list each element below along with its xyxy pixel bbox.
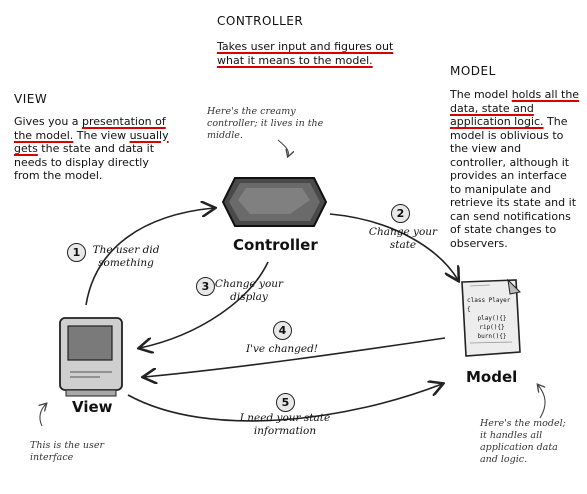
step-5-badge: 5: [276, 393, 295, 412]
model-desc-part1: The model: [450, 88, 512, 101]
step-1-text: The user did something: [92, 244, 160, 269]
step-5-text: I need your state information: [239, 412, 331, 437]
view-desc-part3: the state and data it needs to display d…: [14, 142, 155, 182]
model-code-line: rip(){}: [479, 324, 505, 331]
arrow-model-to-view: [144, 337, 446, 377]
view-monitor-icon: [59, 317, 123, 397]
model-code: class Player { play(){} rip(){} burn(){}: [467, 296, 517, 341]
note-arrow-controller: [277, 139, 288, 156]
step-4-text: I've changed!: [245, 343, 319, 355]
step-3-badge: 3: [196, 277, 215, 296]
controller-icon: [221, 177, 328, 227]
model-code-line: class Player {: [467, 297, 511, 313]
note-arrow-model: [538, 385, 545, 419]
step-4-badge: 4: [273, 321, 292, 340]
arrow-view-to-model: [127, 384, 442, 422]
controller-description: Takes user input and figures out what it…: [217, 40, 407, 67]
controller-label: Controller: [233, 236, 318, 254]
view-desc-part2: The view: [73, 128, 130, 142]
note-arrow-view: [40, 404, 46, 427]
step-1-badge: 1: [67, 243, 86, 262]
model-desc-part2: The model is oblivious to the view and c…: [450, 115, 577, 250]
model-label: Model: [466, 368, 518, 386]
controller-note: Here's the creamy controller; it lives i…: [207, 106, 324, 141]
step-2-badge: 2: [391, 204, 410, 223]
model-heading: MODEL: [450, 64, 496, 78]
view-note: This is the user interface: [30, 440, 105, 463]
model-note: Here's the model; it handles all applica…: [480, 418, 566, 465]
arrow-controller-to-model: [329, 213, 458, 280]
step-2-text: Change your state: [368, 226, 438, 251]
view-label: View: [72, 398, 113, 416]
view-heading: VIEW: [14, 92, 48, 106]
model-document-icon: [461, 278, 522, 357]
model-code-line: burn(){}: [477, 333, 507, 340]
model-description: The model holds all the data, state and …: [450, 88, 580, 250]
model-desc-underline: holds all the data, state and applicatio…: [450, 88, 580, 128]
view-desc-part1: Gives you a: [14, 115, 83, 128]
view-description: Gives you a presentation of the model. T…: [14, 115, 174, 183]
arrow-view-to-controller: [85, 208, 214, 306]
arrow-controller-to-view: [140, 261, 269, 348]
view-desc-underline2: usually gets: [14, 128, 169, 156]
step-3-text: Change your display: [214, 278, 284, 303]
view-desc-underline1: presentation of the model.: [14, 115, 166, 142]
controller-description-text: Takes user input and figures out what it…: [217, 40, 394, 67]
model-code-line: play(){}: [477, 315, 507, 322]
controller-heading: CONTROLLER: [217, 14, 304, 28]
